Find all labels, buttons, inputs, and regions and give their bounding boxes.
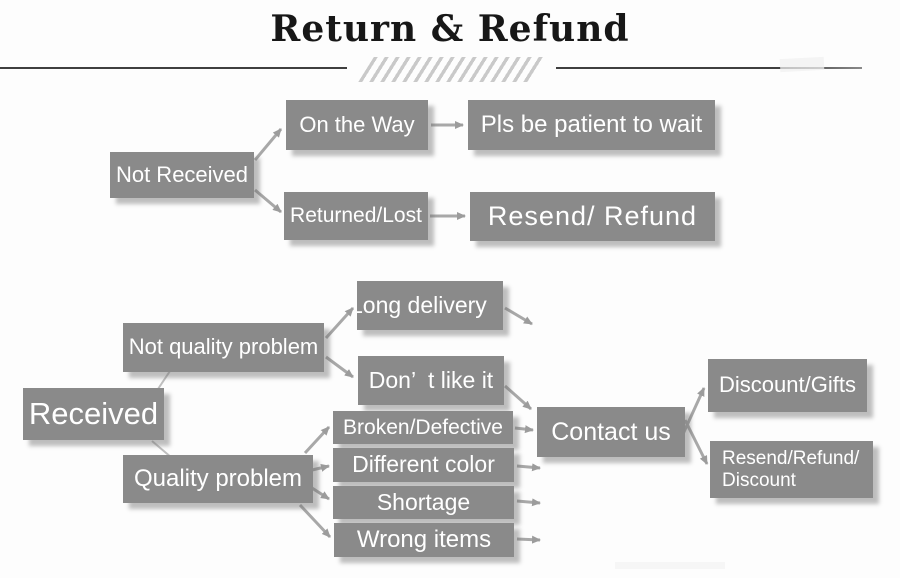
node-long-delivery-label: Long delivery [357,291,487,318]
node-received: Received [23,388,164,440]
node-different-color: Different color [333,448,514,482]
node-discount-gifts-label: Discount/Gifts [719,372,856,398]
node-contact-us: Contact us [537,407,685,457]
node-wrong-items: Wrong items [334,523,514,557]
edge-notreceived-returnedlost [254,188,282,214]
edge-longdelivery-open [504,306,533,326]
edge-shortage-open [516,498,541,507]
edge-qp-differentcolor [311,463,330,472]
node-pls-be-patient-to-wait: Pls be patient to wait [468,100,715,150]
node-resend-refund: Resend/ Refund [470,192,715,241]
edge-contactus-resendrefunddiscount [683,419,709,465]
node-returned-lost-label: Returned/Lost [290,204,422,228]
node-not-received-label: Not Received [115,161,249,187]
node-not-received: Not Received [110,152,254,198]
edge-differentcolor-open [516,463,541,472]
node-received-label: Received [28,395,159,431]
node-quality-problem-label: Quality problem [133,464,303,492]
node-different-color-label: Different color [352,451,495,478]
edge-contactus-discountgifts [681,387,706,435]
node-wrong-items-label: Wrong items [356,525,492,553]
node-resend-refund-label: Resend/ Refund [487,201,698,232]
edge-qp-wrongitems [298,503,332,539]
node-on-the-way-label: On the Way [299,111,415,137]
node-broken-defective-label: Broken/Defective [343,415,503,439]
node-on-the-way: On the Way [286,100,428,150]
node-quality-problem: Quality problem [123,455,313,503]
node-not-quality-problem-label: Not quality problem [128,334,319,360]
node-resend-refund-discount-label: Resend/Refund/ Discount [722,448,860,491]
edge-wrongitems-open [516,535,541,544]
node-discount-gifts: Discount/Gifts [708,359,867,412]
edge-notreceived-ontheway [253,128,283,161]
edge-qp-shortage [311,486,330,501]
title-rule-right [556,67,862,69]
page-title: Return & Refund [270,8,630,50]
edge-nqp-longdelivery [324,306,355,340]
scan-artifact-bottom [615,562,725,569]
node-dont-like-it: Don’ t like it [358,356,504,405]
edge-brokendefective-contactus [514,425,534,434]
node-dont-like-it-label: Don’ t like it [368,366,494,393]
edge-dontlikeit-contactus [504,384,532,411]
node-not-quality-problem: Not quality problem [123,323,324,372]
edge-nqp-dontlikeit [325,355,354,379]
node-shortage-label: Shortage [376,488,471,515]
node-broken-defective: Broken/Defective [333,411,513,444]
node-pls-wait-label: Pls be patient to wait [480,110,703,138]
node-returned-lost: Returned/Lost [284,192,428,240]
edge-received-notqualityproblem [157,370,171,390]
node-long-delivery: Long delivery [357,281,503,330]
node-contact-us-label: Contact us [551,418,671,446]
node-resend-refund-discount: Resend/Refund/ Discount [710,441,873,498]
node-shortage: Shortage [333,486,514,519]
edge-qp-brokendefective [303,425,331,455]
title-rule-left [0,67,347,69]
